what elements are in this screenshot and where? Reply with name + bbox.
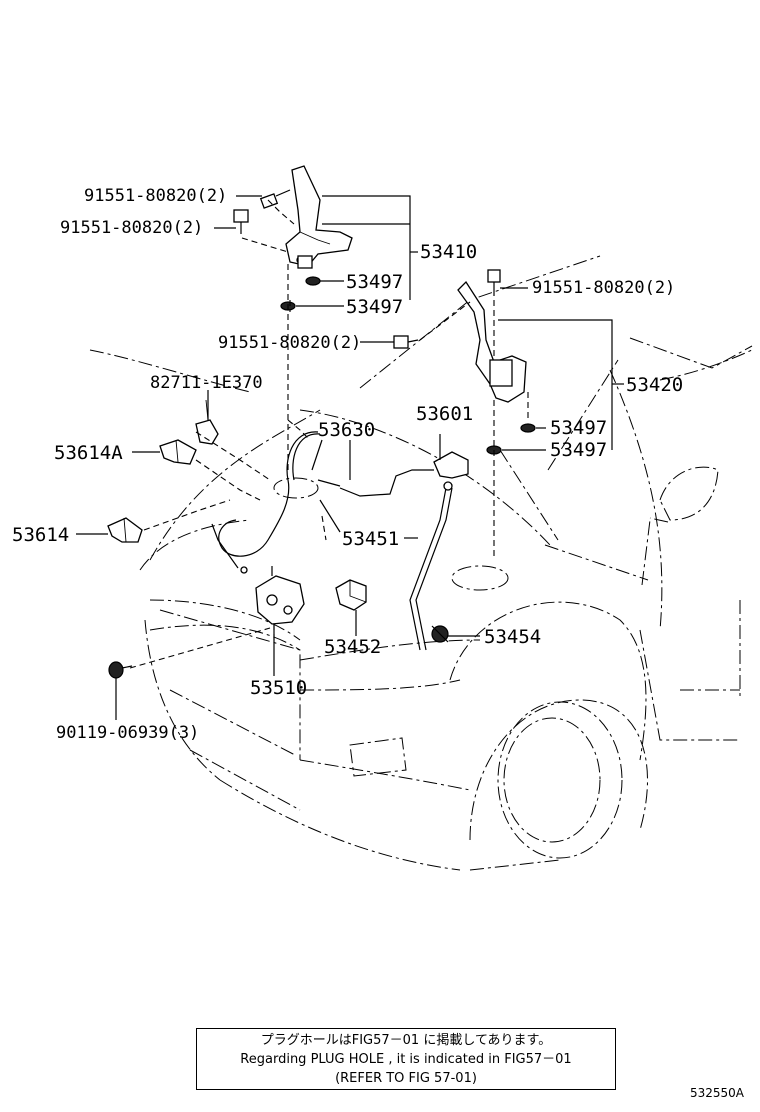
part-labels: 91551-80820(2) 91551-80820(2) 53410 5349… xyxy=(12,186,683,743)
reference-note: プラグホールはFIG57－01 に掲載してあります。 Regarding PLU… xyxy=(196,1028,616,1090)
rod-holder xyxy=(431,625,449,643)
label-bolt-mid: 91551-80820(2) xyxy=(218,333,361,353)
label-washer-2: 53497 xyxy=(346,296,403,318)
vehicle-outline xyxy=(89,255,753,871)
label-cable-lock: 53630 xyxy=(318,419,375,441)
figure-code: 532550A xyxy=(690,1086,745,1100)
hood-striker xyxy=(335,579,367,611)
label-washer-4: 53497 xyxy=(550,439,607,461)
bolt-icon xyxy=(233,209,249,234)
hood-support-rod xyxy=(409,481,453,651)
screw-icon xyxy=(108,661,133,679)
label-clip-cable: 82711-1E370 xyxy=(150,373,263,393)
label-lock-assy: 53510 xyxy=(250,677,307,699)
label-bolt-top-2: 91551-80820(2) xyxy=(60,218,203,238)
label-clip-a: 53614A xyxy=(54,442,123,464)
label-washer-1: 53497 xyxy=(346,271,403,293)
washer-icon xyxy=(305,276,321,286)
label-hinge-lh: 53410 xyxy=(420,241,477,263)
label-bolt-right: 91551-80820(2) xyxy=(532,278,675,298)
note-line-japanese: プラグホールはFIG57－01 に掲載してあります。 xyxy=(260,1033,552,1048)
note-line-refer: (REFER TO FIG 57-01) xyxy=(335,1071,477,1086)
leader-lines xyxy=(76,195,624,720)
washer-icon xyxy=(520,423,536,433)
clip-53614a-icon xyxy=(159,439,197,465)
hood-hinge-rh xyxy=(393,269,527,403)
label-rod-holder: 53454 xyxy=(484,626,541,648)
bolt-icon xyxy=(393,335,419,349)
label-bolt-top-1: 91551-80820(2) xyxy=(84,186,227,206)
bolt-icon xyxy=(487,269,501,296)
label-hood-rod: 53451 xyxy=(342,528,399,550)
hood-hinge-lh xyxy=(233,165,353,269)
label-hinge-rh: 53420 xyxy=(626,374,683,396)
label-screw: 90119-06939(3) xyxy=(56,723,199,743)
note-line-english: Regarding PLUG HOLE , it is indicated in… xyxy=(240,1052,572,1067)
bolt-icon xyxy=(259,189,291,209)
clip-53614-icon xyxy=(107,517,143,543)
label-washer-3: 53497 xyxy=(550,417,607,439)
release-cable xyxy=(211,431,321,574)
label-support-rod: 53601 xyxy=(416,403,473,425)
label-clip-b: 53614 xyxy=(12,524,69,546)
support-rod-53601 xyxy=(317,451,469,497)
clip-icon xyxy=(195,399,219,445)
label-striker: 53452 xyxy=(324,636,381,658)
hood-lock-assy xyxy=(255,566,305,625)
relation-lines xyxy=(129,199,529,669)
